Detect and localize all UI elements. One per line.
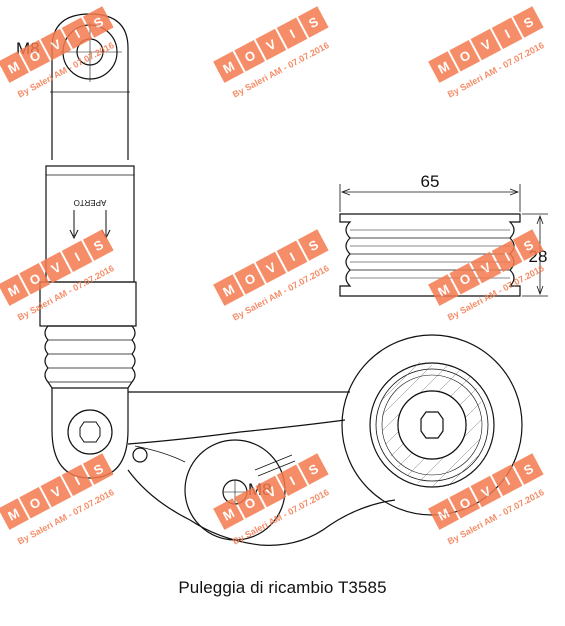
watermark-letter-tile [0,274,29,306]
watermark-letter-tile [40,475,72,508]
watermark-letter-tile [255,475,287,508]
pulley-torx-head [420,411,444,439]
watermark-letter-tile [255,28,287,61]
drawing-caption: Puleggia di ricambio T3585 [178,578,387,597]
watermark-letter-tile [234,263,266,295]
watermark-letter-tile [428,274,459,306]
watermark-letter-tile [82,229,114,261]
watermark-letter-tile [255,251,287,284]
watermark-letter-tile [61,464,93,497]
watermark-letter-tile [449,263,481,295]
height-dimension [522,213,548,297]
watermark-letter-tile [40,28,72,61]
watermark-letter-tile [213,51,244,83]
direction-label: APERTO [74,198,107,207]
watermark-letter: I [287,26,297,41]
watermark-letter-tile [512,229,544,261]
watermark-letter: I [287,473,297,488]
watermark-letter-tile [470,475,502,508]
watermark-letter-tile [491,464,523,497]
watermark-letter-tile [82,6,114,38]
watermark-letter-tile [449,487,481,519]
watermark-letter-tile [213,274,244,306]
width-dimension [339,184,521,212]
watermark-letter-tile [512,453,544,485]
watermark-letter-tile [234,40,266,72]
damper-lower-eye [51,388,129,479]
watermark-letter: I [72,249,82,264]
watermark-letter-tile [470,28,502,61]
watermark-letter-tile [428,498,459,530]
watermark-letter-tile [19,263,51,295]
watermark-letter-tile [276,464,308,497]
watermark-letter-tile [82,453,114,485]
watermark-letter-tile [276,17,308,50]
watermark-letter-tile [297,453,329,485]
pulley-side-profile: 65 28 [339,172,548,297]
watermark-letter-tile [0,51,29,83]
watermark-letter: I [72,26,82,41]
watermark-letter-tile [0,498,29,530]
lower-torx-bolt [67,409,113,455]
width-dimension-label: 65 [421,172,440,191]
watermark-letter-tile [213,498,244,530]
watermark-letter-tile [297,6,329,38]
watermark-letter-tile [61,240,93,273]
watermark-letter: I [72,473,82,488]
watermark-letter-tile [61,17,93,50]
watermark-letter-tile [234,487,266,519]
watermark-letter-tile [19,40,51,72]
watermark-letter-tile [449,40,481,72]
watermark-letter-tile [512,6,544,38]
watermark-letter-tile [491,240,523,273]
watermark-letter: I [502,26,512,41]
watermark-letter-tile [40,251,72,284]
watermark-letter-tile [470,251,502,284]
bracket-outline [127,391,396,546]
watermark-letter-tile [428,51,459,83]
watermark-letter: I [502,249,512,264]
watermark-letter: I [287,249,297,264]
watermark-letter-tile [491,17,523,50]
main-pulley [341,334,523,516]
watermark-letter: I [502,473,512,488]
damper-bellows [44,325,136,389]
watermark-letter-tile [297,229,329,261]
watermark-letter-tile [276,240,308,273]
watermark-letter-tile [19,487,51,519]
